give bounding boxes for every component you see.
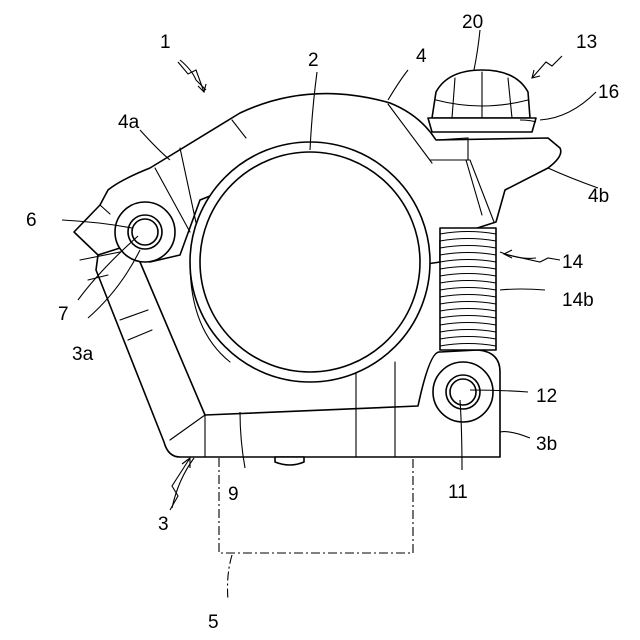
label-7: 7 xyxy=(58,304,69,325)
label-3b: 3b xyxy=(536,434,557,455)
label-5: 5 xyxy=(208,612,219,633)
label-3: 3 xyxy=(158,514,169,535)
label-3a: 3a xyxy=(72,344,94,365)
label-9: 9 xyxy=(228,484,239,505)
label-4a: 4a xyxy=(118,112,140,133)
label-20: 20 xyxy=(462,12,483,33)
label-2: 2 xyxy=(308,50,319,71)
label-1: 1 xyxy=(160,32,171,53)
pin-12 xyxy=(433,362,493,422)
label-12: 12 xyxy=(536,386,557,407)
label-6: 6 xyxy=(26,210,37,231)
label-4: 4 xyxy=(416,46,427,67)
nut-20 xyxy=(428,70,536,132)
label-14b: 14b xyxy=(562,290,594,311)
phantom-member-5 xyxy=(219,458,413,600)
pin-6 xyxy=(115,202,175,262)
bolt-14-thread xyxy=(440,228,496,350)
label-13: 13 xyxy=(576,32,597,53)
label-16: 16 xyxy=(598,82,619,103)
label-14: 14 xyxy=(562,252,584,273)
bore-2 xyxy=(190,142,430,382)
label-11: 11 xyxy=(448,482,468,503)
label-4b: 4b xyxy=(588,186,609,207)
